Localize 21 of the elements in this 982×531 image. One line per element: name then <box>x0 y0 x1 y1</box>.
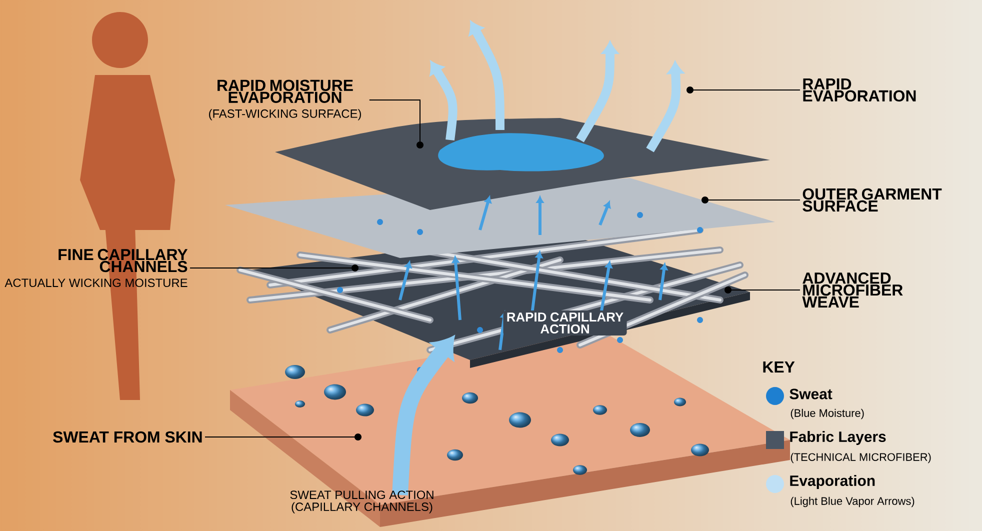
leader-line <box>686 86 800 94</box>
key-note: (Light Blue Vapor Arrows) <box>790 496 914 508</box>
callout-text: RAPID EVAPORATION <box>803 78 916 102</box>
leader-line <box>724 286 800 294</box>
key-entry: Sweat <box>790 388 832 400</box>
action-label: RAPID CAPILLARY ACTION <box>503 310 627 336</box>
key-note: (TECHNICAL MICROFIBER) <box>790 452 931 464</box>
leader-line <box>702 196 800 204</box>
callout-text: FINE CAPILLARY CHANNELS ACTUALLY WICKING MOISTURE <box>4 248 188 288</box>
key-entry: Evaporation <box>790 475 875 489</box>
leader-line <box>190 264 358 272</box>
callout-text: SWEAT FROM SKIN <box>53 431 202 443</box>
key-entry: Fabric Layers <box>790 431 886 445</box>
callout-text: RAPID MOISTURE EVAPORATION (FAST-WICKING SURFACE) <box>209 80 361 120</box>
leader-line <box>204 434 362 440</box>
leader-line <box>368 100 424 148</box>
key-note: (Blue Moisture) <box>790 408 864 420</box>
callout-text: ADVANCED MICROFIBER WEAVE <box>802 272 903 308</box>
key-heading: KEY <box>763 362 795 372</box>
caption-text: SWEAT PULLING ACTION (CAPILLARY CHANNELS) <box>290 490 434 514</box>
callout-text: OUTER GARMENT SURFACE <box>802 188 942 212</box>
